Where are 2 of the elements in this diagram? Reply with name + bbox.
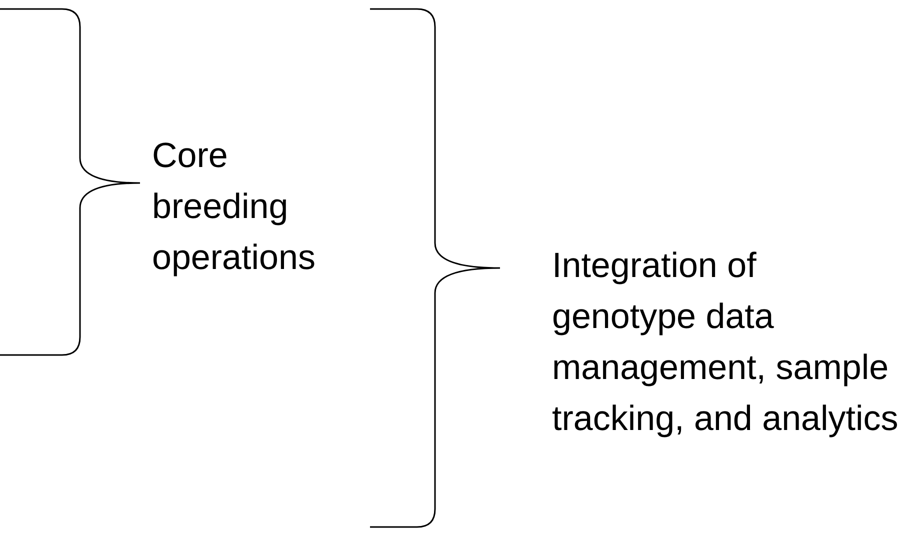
bracket-label: Core breeding operations <box>152 135 316 279</box>
bracket-label: Integration of genotype data management, sample tracking, and analytics <box>552 245 900 440</box>
